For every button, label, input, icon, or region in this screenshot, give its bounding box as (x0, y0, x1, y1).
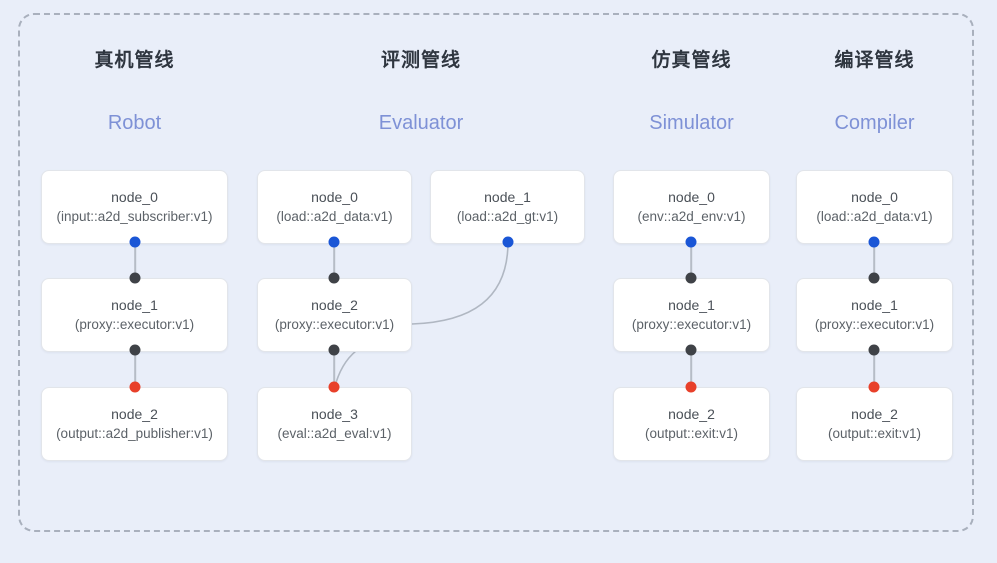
node-name: node_2 (311, 297, 358, 313)
node-type: (proxy::executor:v1) (74, 317, 195, 332)
node-name: node_2 (668, 406, 715, 422)
column-header-evaluator: 评测管线 Evaluator (257, 48, 585, 136)
connector-dot-black-robot-1-out[interactable] (129, 344, 141, 356)
connector-dot-black-compiler-1-out[interactable] (868, 344, 880, 356)
node-type: (load::a2d_data:v1) (816, 209, 933, 224)
node-robot-1[interactable]: node_1 (proxy::executor:v1) (41, 278, 228, 352)
connector-dot-black-compiler-1-in[interactable] (868, 272, 880, 284)
node-type: (proxy::executor:v1) (631, 317, 752, 332)
edge-evaluator-0-to-2 (333, 242, 335, 278)
node-compiler-0[interactable]: node_0 (load::a2d_data:v1) (796, 170, 953, 244)
column-title-simulator: 仿真管线 (651, 50, 732, 71)
node-type: (load::a2d_gt:v1) (456, 209, 559, 224)
node-type: (load::a2d_data:v1) (276, 209, 393, 224)
node-robot-2[interactable]: node_2 (output::a2d_publisher:v1) (41, 387, 228, 461)
column-header-simulator: 仿真管线 Simulator (613, 48, 770, 136)
column-subtitle-simulator: Simulator (649, 112, 734, 134)
connector-dot-blue-evaluator-0[interactable] (328, 236, 340, 248)
node-type: (output::exit:v1) (644, 426, 739, 441)
node-type: (proxy::executor:v1) (814, 317, 935, 332)
node-name: node_0 (851, 189, 898, 205)
connector-dot-black-simulator-1-out[interactable] (685, 344, 697, 356)
column-subtitle-evaluator: Evaluator (378, 112, 464, 134)
node-type: (output::exit:v1) (827, 426, 922, 441)
connector-dot-blue-simulator-0[interactable] (685, 236, 697, 248)
node-compiler-2[interactable]: node_2 (output::exit:v1) (796, 387, 953, 461)
column-title-robot: 真机管线 (94, 50, 175, 71)
node-type: (env::a2d_env:v1) (637, 209, 746, 224)
edge-robot-1-to-2 (134, 350, 136, 387)
edge-evaluator-2-to-3 (333, 350, 335, 387)
node-name: node_0 (311, 189, 358, 205)
node-compiler-1[interactable]: node_1 (proxy::executor:v1) (796, 278, 953, 352)
connector-dot-red-simulator-2[interactable] (685, 381, 697, 393)
edge-compiler-0-to-1 (873, 242, 875, 278)
connector-dot-red-compiler-2[interactable] (868, 381, 880, 393)
node-simulator-0[interactable]: node_0 (env::a2d_env:v1) (613, 170, 770, 244)
column-header-robot: 真机管线 Robot (41, 48, 228, 136)
connector-dot-black-simulator-1-in[interactable] (685, 272, 697, 284)
connector-dot-red-robot-2[interactable] (129, 381, 141, 393)
node-simulator-1[interactable]: node_1 (proxy::executor:v1) (613, 278, 770, 352)
column-title-evaluator: 评测管线 (380, 50, 461, 71)
node-type: (output::a2d_publisher:v1) (56, 426, 213, 441)
node-name: node_1 (484, 189, 531, 205)
node-name: node_3 (311, 406, 358, 422)
edge-compiler-1-to-2 (873, 350, 875, 387)
node-robot-0[interactable]: node_0 (input::a2d_subscriber:v1) (41, 170, 228, 244)
node-name: node_2 (111, 406, 158, 422)
connector-dot-blue-evaluator-1[interactable] (502, 236, 514, 248)
node-evaluator-0[interactable]: node_0 (load::a2d_data:v1) (257, 170, 412, 244)
node-type: (proxy::executor:v1) (274, 317, 395, 332)
node-name: node_1 (851, 297, 898, 313)
edge-simulator-1-to-2 (690, 350, 692, 387)
connector-dot-blue-robot-0[interactable] (129, 236, 141, 248)
node-name: node_2 (851, 406, 898, 422)
node-evaluator-1[interactable]: node_1 (load::a2d_gt:v1) (430, 170, 585, 244)
node-name: node_1 (111, 297, 158, 313)
column-subtitle-compiler: Compiler (834, 112, 915, 134)
column-subtitle-robot: Robot (107, 112, 162, 134)
node-type: (input::a2d_subscriber:v1) (56, 209, 213, 224)
connector-dot-black-evaluator-2-in[interactable] (328, 272, 340, 284)
node-type: (eval::a2d_eval:v1) (277, 426, 392, 441)
node-name: node_1 (668, 297, 715, 313)
edge-simulator-0-to-1 (690, 242, 692, 278)
node-name: node_0 (668, 189, 715, 205)
node-evaluator-2[interactable]: node_2 (proxy::executor:v1) (257, 278, 412, 352)
node-name: node_0 (111, 189, 158, 205)
edge-robot-0-to-1 (134, 242, 136, 278)
connector-dot-blue-compiler-0[interactable] (868, 236, 880, 248)
node-simulator-2[interactable]: node_2 (output::exit:v1) (613, 387, 770, 461)
connector-dot-black-robot-1-in[interactable] (129, 272, 141, 284)
connector-dot-black-evaluator-2-out[interactable] (328, 344, 340, 356)
connector-dot-red-evaluator-3[interactable] (328, 381, 340, 393)
column-title-compiler: 编译管线 (834, 50, 915, 71)
diagram-dashed-frame (18, 13, 974, 532)
node-evaluator-3[interactable]: node_3 (eval::a2d_eval:v1) (257, 387, 412, 461)
column-header-compiler: 编译管线 Compiler (796, 48, 953, 136)
